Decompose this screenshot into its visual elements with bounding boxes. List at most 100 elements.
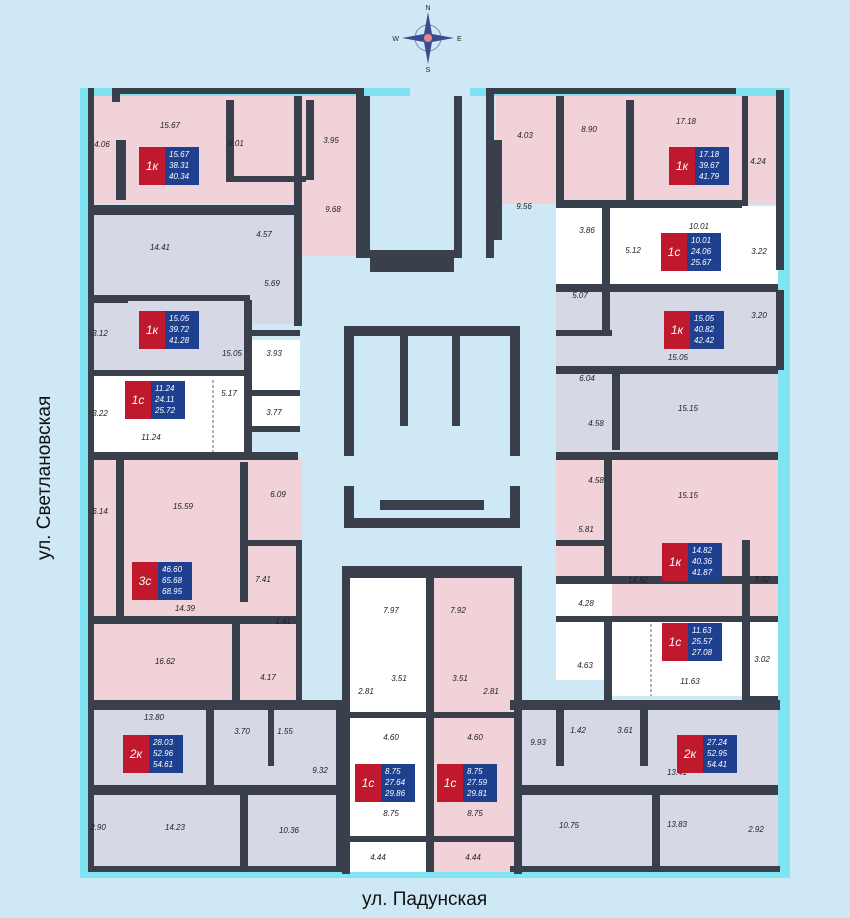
- apartment-type: 1с: [669, 635, 682, 649]
- room-area-label: 3.77: [266, 408, 282, 417]
- room-fill: [300, 180, 357, 256]
- room-area-label: 4.63: [577, 661, 593, 670]
- apartment-area: 68.95: [162, 587, 183, 596]
- wall: [88, 370, 252, 376]
- wall: [454, 96, 462, 256]
- room-area-label: 4.58: [588, 419, 604, 428]
- room-area-label: 14.41: [150, 243, 170, 252]
- room-area-label: 11.63: [680, 677, 700, 686]
- wall: [88, 616, 302, 624]
- apartment-type: 1к: [669, 555, 683, 569]
- room-area-label: 4.44: [370, 853, 386, 862]
- wall: [248, 330, 300, 336]
- room-area-label: 10.36: [279, 826, 300, 835]
- room-area-label: 13.83: [667, 820, 688, 829]
- wall: [604, 620, 612, 700]
- apartment-area: 10.01: [691, 236, 711, 245]
- room-fill: [344, 840, 426, 872]
- apartment-area-box: [687, 233, 721, 271]
- apartment-area: 40.82: [694, 325, 715, 334]
- wall: [510, 700, 780, 710]
- apartment-area: 46.60: [162, 565, 183, 574]
- room-area-label: 4.57: [256, 230, 272, 239]
- apartment-area: 39.72: [169, 325, 190, 334]
- room-fill: [434, 840, 516, 872]
- glass-strip: [80, 868, 790, 878]
- apartment-area: 42.42: [694, 336, 715, 345]
- apartment-area: 28.03: [152, 738, 174, 747]
- apartment-type: 1к: [671, 323, 685, 337]
- wall: [776, 90, 784, 270]
- wall: [268, 706, 274, 766]
- wall: [514, 566, 522, 874]
- apartment-area: 15.05: [169, 314, 190, 323]
- room-fill: [516, 790, 778, 866]
- wall: [296, 540, 302, 710]
- wall: [336, 700, 344, 870]
- apartment-area-box: [165, 147, 199, 185]
- apartment-area: 39.67: [699, 161, 720, 170]
- room-fill: [344, 578, 426, 716]
- apartment-area: 15.05: [694, 314, 715, 323]
- apartment-area-box: [690, 311, 724, 349]
- wall: [116, 140, 126, 200]
- wall: [516, 785, 778, 795]
- apartment-area: 14.82: [692, 546, 713, 555]
- compass-east-arrow-icon: [428, 34, 454, 42]
- room-area-label: 4.44: [465, 853, 481, 862]
- room-area-label: 5.07: [572, 291, 588, 300]
- apartment-type: 1к: [676, 159, 690, 173]
- room-area-label: 9.56: [516, 202, 532, 211]
- apartment-type: 2к: [683, 747, 698, 761]
- apartment-area: 52.96: [153, 749, 174, 758]
- apartment-area: 17.18: [699, 150, 720, 159]
- wall: [556, 452, 778, 460]
- room-fill: [556, 576, 612, 680]
- room-area-label: 8.75: [383, 809, 399, 818]
- room-area-label: 7.41: [255, 575, 271, 584]
- wall: [344, 712, 516, 718]
- wall: [510, 866, 780, 872]
- room-area-label: 3.70: [234, 727, 250, 736]
- wall: [88, 452, 298, 460]
- apartment-type-box: [139, 311, 165, 349]
- room-area-label: 4.28: [578, 599, 594, 608]
- wall: [492, 140, 502, 240]
- apartment-badge[interactable]: 1к 15.05 40.82 42.42: [664, 311, 724, 349]
- apartment-area: 29.86: [384, 789, 406, 798]
- wall: [232, 620, 240, 700]
- wall: [344, 336, 354, 456]
- room-area-label: 14.23: [165, 823, 186, 832]
- apartment-area-box: [151, 381, 185, 419]
- wall: [426, 566, 434, 872]
- room-area-label: 5.12: [625, 246, 641, 255]
- wall: [240, 540, 298, 546]
- apartment-area: 8.75: [467, 767, 483, 776]
- apartment-type: 1с: [132, 393, 145, 407]
- room-fill: [434, 578, 516, 716]
- room-area-label: 15.59: [173, 502, 194, 511]
- room-fill: [556, 366, 778, 456]
- room-area-label: 11.24: [141, 433, 161, 442]
- room-area-label: 9.68: [325, 205, 341, 214]
- apartment-type-box: [662, 543, 688, 581]
- wall: [116, 460, 124, 620]
- room-area-label: 9.01: [228, 139, 244, 148]
- apartment-type-box: [664, 311, 690, 349]
- room-area-label: 1.55: [277, 727, 293, 736]
- wall: [486, 88, 494, 258]
- room-area-label: 3.61: [617, 726, 633, 735]
